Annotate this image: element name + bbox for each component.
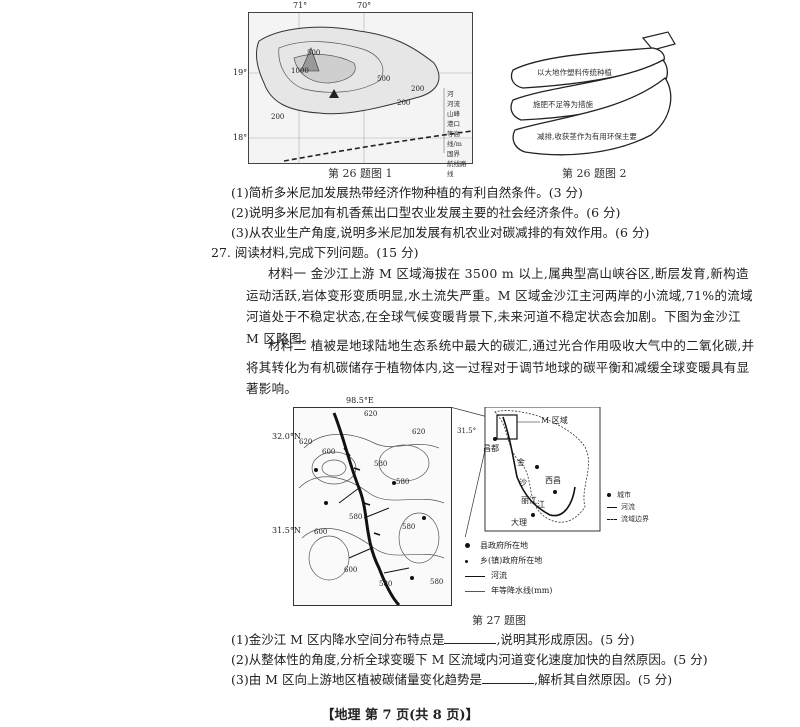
fig26-1-caption: 第 26 题图 1 bbox=[328, 167, 393, 180]
contour-label: 580 bbox=[430, 578, 444, 586]
banana-label-top: 以大地作塑料传统种植 bbox=[537, 68, 612, 77]
q26-item-2: (2)说明多米尼加有机香蕉出口型农业发展主要的社会经济条件。(6 分) bbox=[231, 205, 621, 220]
legend-port: 港口 bbox=[447, 120, 460, 128]
zoom-connector bbox=[450, 407, 489, 537]
legend-river: 河流 bbox=[447, 100, 460, 108]
contour-label: 200 bbox=[271, 113, 285, 121]
q27-item-3: (3)由 M 区向上游地区植被碳储量变化趋势是,解析其自然原因。(5 分) bbox=[231, 671, 673, 687]
place-changdu: 昌都 bbox=[483, 444, 499, 453]
contour-label: 620 bbox=[412, 428, 426, 436]
lat-label-18: 18° bbox=[233, 133, 248, 142]
material-2-text: 植被是地球陆地生态系统中最大的碳汇,通过光合作用吸收大气中的二氧化碳,并将其转化… bbox=[246, 338, 755, 396]
answer-blank-1[interactable] bbox=[444, 631, 497, 644]
fig27-inset-map: M 区域 31.5° 昌都 金 沙 江 西昌 丽江 大理 城市 河流 流域边界 bbox=[455, 406, 680, 535]
q26-item-1: (1)简析多米尼加发展热带经济作物种植的有利自然条件。(3 分) bbox=[231, 185, 583, 200]
legend-route: 航线路线 bbox=[447, 160, 467, 178]
lat-label-19: 19° bbox=[233, 68, 248, 77]
contour-label: 600 bbox=[344, 566, 358, 574]
contour-label: 580 bbox=[374, 460, 388, 468]
contour-label: 500 bbox=[307, 49, 321, 57]
q27-item-1: (1)金沙江 M 区内降水空间分布特点是,说明其形成原因。(5 分) bbox=[231, 631, 635, 647]
inset-lat: 31.5° bbox=[457, 427, 477, 435]
fig26-2-banana: 以大地作塑料传统种植 施肥不足等为措施 减排,收获茎作为有用环保主要 bbox=[503, 30, 685, 165]
contour-label: 200 bbox=[397, 99, 411, 107]
map-lon: 98.5°E bbox=[346, 396, 374, 405]
banana-label-bottom: 减排,收获茎作为有用环保主要 bbox=[537, 132, 637, 141]
place-sha: 沙 bbox=[519, 478, 527, 487]
contour-label: 600 bbox=[322, 448, 336, 456]
place-xichang: 西昌 bbox=[545, 476, 561, 485]
legend-river: 河流 bbox=[465, 570, 655, 581]
fig27-contour-map: 98.5°E 32.0°N 31.5°N 620 620 620 600 580… bbox=[272, 396, 452, 607]
legend-peak: 山峰 bbox=[447, 110, 460, 118]
legend-isohyet: 年等降水线(mm) bbox=[465, 585, 655, 596]
inset-legend-river: 河流 bbox=[607, 501, 649, 513]
contour-label: 200 bbox=[411, 85, 425, 93]
material-2: 材料二 植被是地球陆地生态系统中最大的碳汇,通过光合作用吸收大气中的二氧化碳,并… bbox=[246, 335, 756, 400]
fig26-2-caption: 第 26 题图 2 bbox=[562, 167, 627, 180]
contour-label: 500 bbox=[377, 75, 391, 83]
q26-item-3: (3)从农业生产角度,说明多米尼加发展有机农业对碳减排的有效作用。(6 分) bbox=[231, 225, 650, 240]
lon-label-70: 70° bbox=[357, 1, 372, 10]
material-1-text: 金沙江上游 M 区域海拔在 3500 m 以上,属典型高山峡谷区,断层发育,新构… bbox=[246, 266, 753, 346]
map-lat-top: 32.0°N bbox=[272, 432, 301, 441]
inset-region-label: M 区域 bbox=[541, 416, 568, 425]
contour-label: 620 bbox=[364, 410, 378, 418]
q27-title: 27. 阅读材料,完成下列问题。(15 分) bbox=[211, 245, 419, 260]
lon-label-71: 71° bbox=[293, 1, 308, 10]
contour-label: 1000 bbox=[291, 67, 309, 75]
material-1-label: 材料一 bbox=[268, 266, 307, 281]
fig26-1-map: 71° 70° 19° 18° 500 1000 200 500 200 200… bbox=[233, 1, 473, 178]
place-lijiang: 丽江 bbox=[521, 496, 537, 505]
place-dali: 大理 bbox=[511, 518, 527, 527]
map-lat-bottom: 31.5°N bbox=[272, 526, 301, 535]
q27-item-2: (2)从整体性的角度,分析全球变暖下 M 区流域内河道变化速度加快的自然原因。(… bbox=[231, 652, 708, 667]
legend-river-char: 河 bbox=[447, 90, 454, 98]
inset-legend-city: 城市 bbox=[607, 489, 649, 501]
material-1: 材料一 金沙江上游 M 区域海拔在 3500 m 以上,属典型高山峡谷区,断层发… bbox=[246, 263, 756, 349]
material-2-label: 材料二 bbox=[268, 338, 307, 353]
banana-label-middle: 施肥不足等为措施 bbox=[533, 100, 593, 109]
contour-label: 580 bbox=[349, 513, 363, 521]
contour-label: 580 bbox=[396, 478, 410, 486]
legend-township: 乡(镇)政府所在地 bbox=[465, 555, 655, 566]
contour-label: 600 bbox=[314, 528, 328, 536]
legend-border: 国界 bbox=[447, 150, 460, 158]
legend-county: 县政府所在地 bbox=[465, 540, 655, 551]
answer-blank-2 bbox=[481, 671, 534, 684]
fig27-legend: 县政府所在地 乡(镇)政府所在地 河流 年等降水线(mm) bbox=[455, 540, 655, 610]
page-footer: 【地理 第 7 页(共 8 页)】 bbox=[321, 708, 479, 723]
inset-legend-boundary: 流域边界 bbox=[607, 513, 649, 525]
legend-contour: 等高线/m bbox=[447, 130, 462, 148]
contour-label: 620 bbox=[299, 438, 313, 446]
contour-label: 580 bbox=[379, 580, 393, 588]
place-jin: 金 bbox=[517, 458, 525, 467]
fig27-caption: 第 27 题图 bbox=[472, 614, 526, 627]
place-jiang: 江 bbox=[537, 500, 545, 509]
contour-label: 580 bbox=[402, 523, 416, 531]
